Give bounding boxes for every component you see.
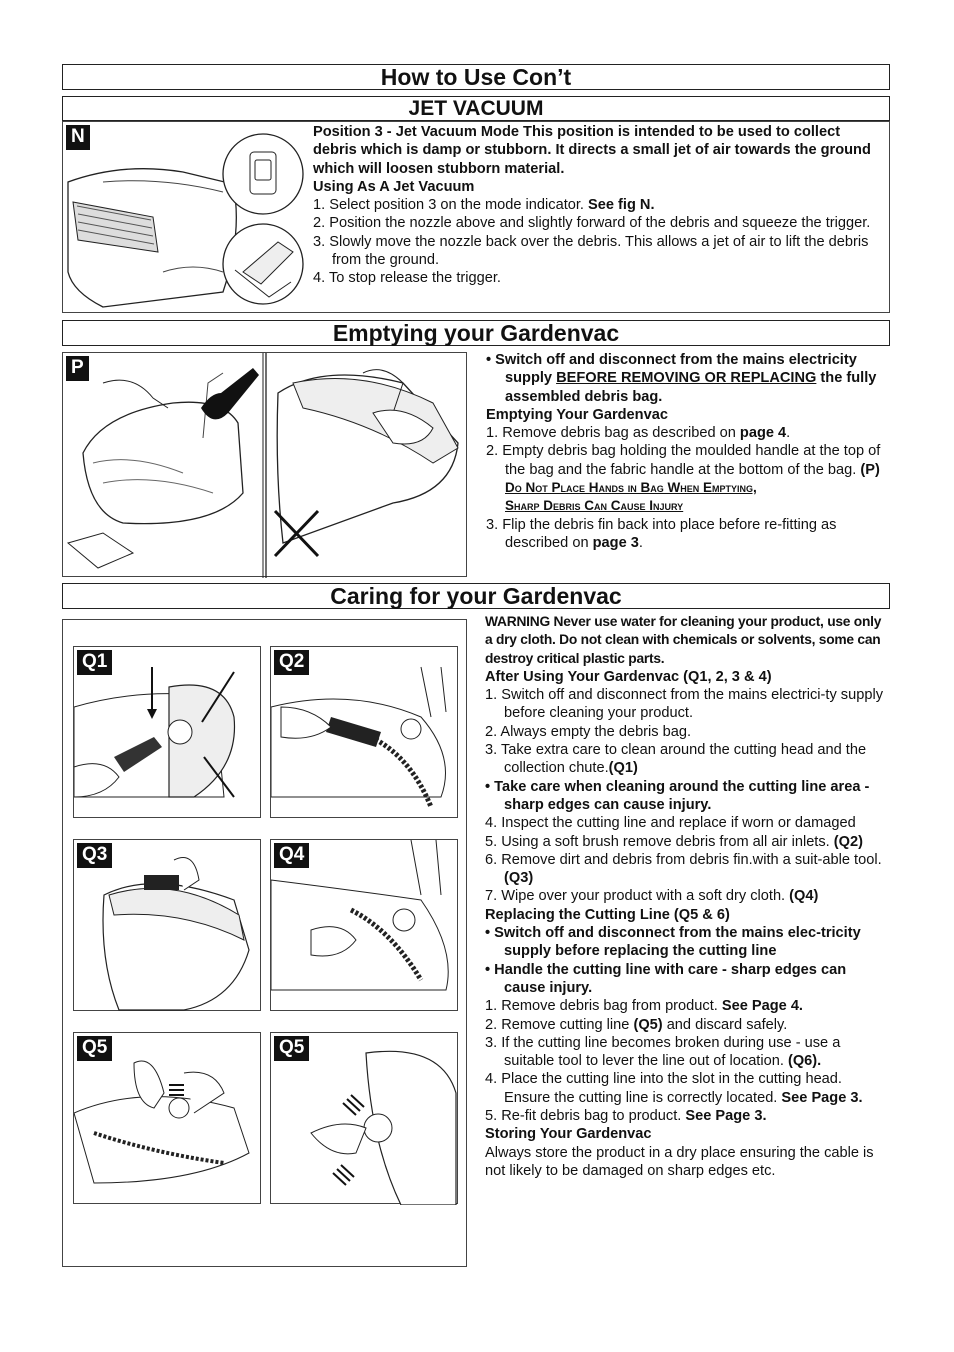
figure-tag-q2: Q2 [274,650,310,675]
caring-replace-head: Replacing the Cutting Line (Q5 & 6) [485,906,730,923]
replace-step-2: 2. Remove cutting line (Q5) and discard … [485,1016,788,1033]
replace-step-5: 5. Re-fit debris bag to product. See Pag… [485,1108,767,1125]
emptying-text: • Switch off and disconnect from the mai… [486,351,886,552]
figure-q1: Q1 [73,646,261,818]
caring-bullet-1: • Take care when cleaning around the cut… [485,778,870,813]
caring-step-1: 1. Switch off and disconnect from the ma… [485,687,883,722]
figure-q2-illustration [271,666,447,808]
jet-vacuum-text-box: Position 3 - Jet Vacuum Mode This positi… [311,121,890,313]
emptying-subhead: Emptying Your Gardenvac [486,406,668,423]
emptying-step-1: 1. Remove debris bag as described on pag… [486,425,791,442]
emptying-warning-line-1: Do Not Place Hands in Bag When Emptying, [505,480,757,496]
page-title: How to Use Con’t [62,64,890,90]
jet-step-4: 4. To stop release the trigger. [313,270,501,287]
emptying-step-3: 3. Flip the debris fin back into place b… [486,516,837,551]
jet-step-2: 2. Position the nozzle above and slightl… [313,215,871,232]
figure-tag-p: P [66,356,89,381]
caring-step-7: 7. Wipe over your product with a soft dr… [485,888,819,905]
figure-q2: Q2 [270,646,458,818]
caring-step-4: 4. Inspect the cutting line and replace … [485,815,856,832]
figure-q3-illustration [102,857,250,1011]
figure-q4: Q4 [270,839,458,1011]
jet-vacuum-subhead: Using As A Jet Vacuum [313,178,475,195]
figure-q4-illustration [271,840,449,991]
caring-step-2: 2. Always empty the debris bag. [485,723,692,740]
figure-tag-q5-right: Q5 [274,1036,310,1061]
emptying-warning-line-2: Sharp Debris Can Cause Injury [505,498,684,514]
figure-q5-left: Q5 [73,1032,261,1204]
section-title-emptying: Emptying your Gardenvac [62,320,890,346]
figure-p-illustration [66,353,459,578]
figure-tag-q4: Q4 [274,843,310,868]
figure-tag-q3: Q3 [77,843,113,868]
replace-step-3: 3. If the cutting line becomes broken du… [485,1034,841,1070]
emptying-step-2: 2. Empty debris bag holding the moulded … [486,443,881,478]
figure-q5-right-illustration [310,1050,457,1205]
figure-tag-q1: Q1 [77,650,113,675]
storing-head: Storing Your Gardenvac [485,1126,652,1143]
replace-step-1: 1. Remove debris bag from product. See P… [485,998,803,1015]
section-title-jet-vacuum: JET VACUUM [62,96,890,121]
storing-text: Always store the product in a dry place … [485,1144,874,1179]
figure-q3: Q3 [73,839,261,1011]
figure-n: N [62,121,311,313]
figure-q5-left-illustration [74,1060,250,1184]
jet-vacuum-intro: Position 3 - Jet Vacuum Mode This positi… [313,124,871,177]
caring-figures: Q1 Q2 Q3 Q4 [62,619,467,1267]
jet-step-1: 1. Select position 3 on the mode indicat… [313,197,655,214]
caring-step-5: 5. Using a soft brush remove debris from… [485,833,863,850]
emptying-bullet: • Switch off and disconnect from the mai… [486,352,877,405]
jet-step-3: 3. Slowly move the nozzle back over the … [313,233,869,269]
caring-warning: WARNING Never use water for cleaning you… [485,614,882,666]
replace-step-4: 4. Place the cutting line into the slot … [485,1071,863,1106]
caring-bullet-2: • Switch off and disconnect from the mai… [485,925,861,960]
figure-tag-n: N [66,125,90,150]
figure-q1-illustration [74,667,236,798]
caring-after-head: After Using Your Gardenvac (Q1, 2, 3 & 4… [485,668,772,685]
figure-p: P [62,352,467,578]
figure-tag-q5-left: Q5 [77,1036,113,1061]
caring-step-3: 3. Take extra care to clean around the c… [485,742,867,777]
figure-n-illustration [67,133,304,308]
caring-bullet-3: • Handle the cutting line with care - sh… [485,961,847,996]
caring-text: WARNING Never use water for cleaning you… [485,613,890,1180]
caring-step-6: 6. Remove dirt and debris from debris fi… [485,851,882,887]
section-title-caring: Caring for your Gardenvac [62,583,890,609]
figure-q5-right: Q5 [270,1032,458,1205]
